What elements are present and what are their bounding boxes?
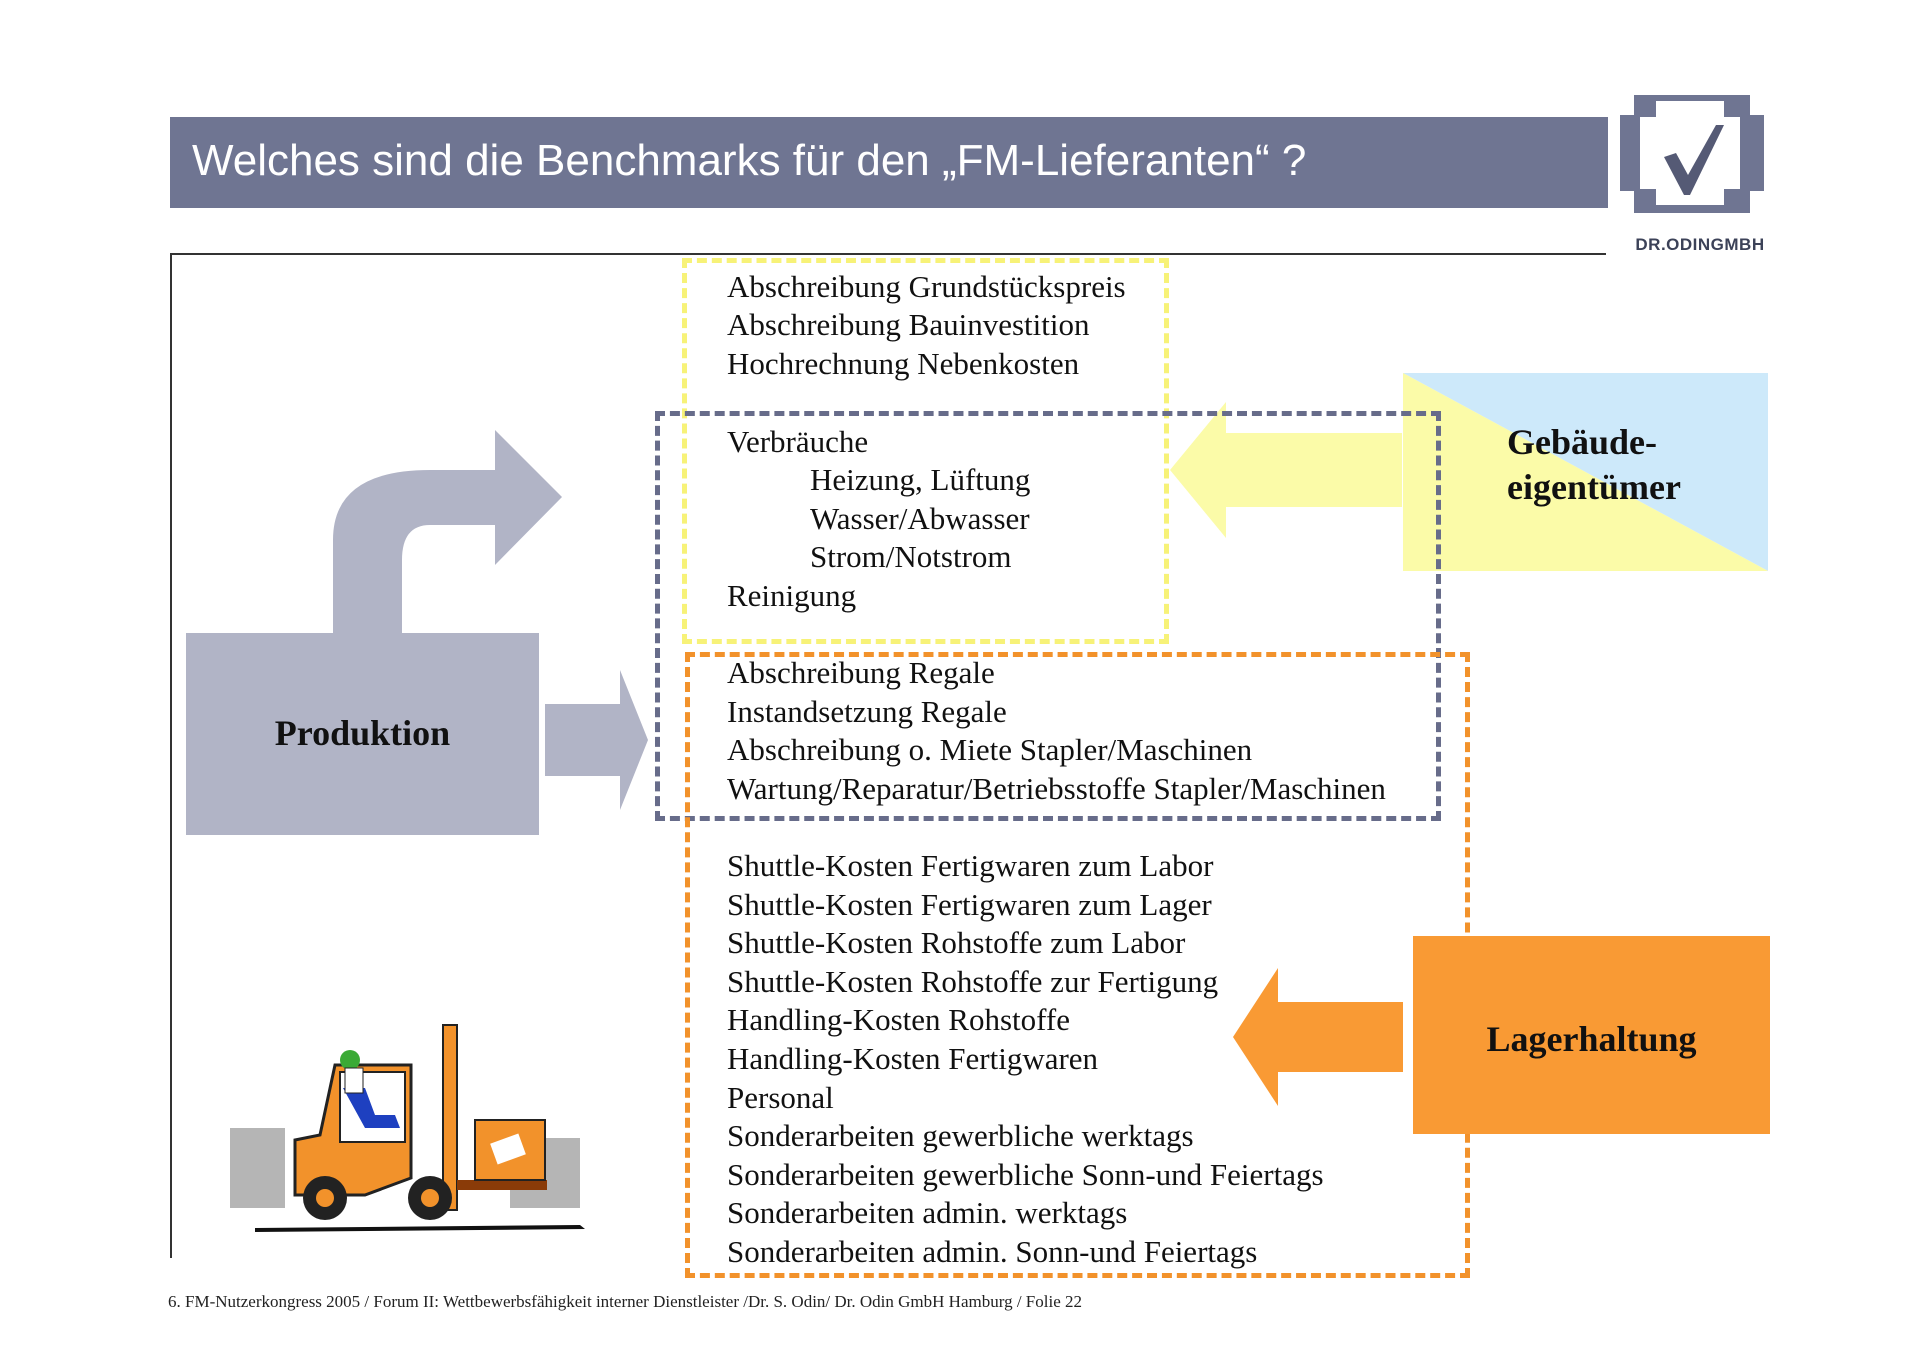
list-item: Verbräuche	[727, 424, 869, 459]
checkmark-icon	[1620, 95, 1764, 213]
footer-text: 6. FM-Nutzerkongress 2005 / Forum II: We…	[168, 1292, 1082, 1311]
produktion-label: Produktion	[274, 713, 451, 753]
list-item: Handling-Kosten Rohstoffe	[727, 1002, 1070, 1037]
logo-text: DR.ODINGMBH	[1635, 235, 1765, 254]
list-item: Abschreibung Regale	[727, 655, 995, 690]
eigentuemer-label-line2: eigentümer	[1507, 467, 1681, 507]
lager-arrow-icon	[1233, 968, 1403, 1106]
list-item: Shuttle-Kosten Fertigwaren zum Labor	[727, 848, 1214, 883]
building-costs-group	[682, 258, 1169, 644]
list-item: Instandsetzung Regale	[727, 694, 1007, 729]
page-title: Welches sind die Benchmarks für den „FM-…	[192, 136, 1307, 185]
list-item: Sonderarbeiten gewerbliche werktags	[727, 1118, 1194, 1153]
list-item: Sonderarbeiten admin. Sonn-und Feiertags	[727, 1234, 1258, 1269]
list-item: Strom/Notstrom	[810, 539, 1012, 574]
list-item: Wasser/Abwasser	[810, 501, 1030, 536]
curved-arrow-icon	[333, 430, 562, 633]
list-item: Abschreibung Grundstückspreis	[727, 269, 1126, 304]
list-item: Heizung, Lüftung	[810, 462, 1031, 497]
lagerhaltung-label: Lagerhaltung	[1486, 1019, 1697, 1059]
equipment-group	[655, 411, 1441, 821]
list-item: Wartung/Reparatur/Betriebsstoffe Stapler…	[727, 771, 1386, 806]
eigentuemer-box	[1403, 373, 1768, 571]
list-item: Sonderarbeiten gewerbliche Sonn-und Feie…	[727, 1157, 1324, 1192]
list-item: Abschreibung Bauinvestition	[727, 307, 1090, 342]
eigentuemer-label-line1: Gebäude-	[1507, 422, 1658, 462]
list-item: Shuttle-Kosten Rohstoffe zum Labor	[727, 925, 1186, 960]
list-item: Handling-Kosten Fertigwaren	[727, 1041, 1099, 1076]
list-item: Reinigung	[727, 578, 857, 613]
right-arrow-icon	[545, 670, 648, 810]
left-divider	[170, 253, 172, 1258]
list-item: Abschreibung o. Miete Stapler/Maschinen	[727, 732, 1253, 767]
eigentuemer-label: Gebäude- eigentümer	[1507, 420, 1681, 510]
lagerhaltung-box	[1413, 936, 1770, 1134]
owner-arrow-icon	[1170, 402, 1402, 538]
list-item: Sonderarbeiten admin. werktags	[727, 1195, 1128, 1230]
forklift-icon	[230, 1024, 585, 1232]
list-item: Hochrechnung Nebenkosten	[727, 346, 1080, 381]
list-item: Shuttle-Kosten Rohstoffe zur Fertigung	[727, 964, 1219, 999]
list-item: Shuttle-Kosten Fertigwaren zum Lager	[727, 887, 1212, 922]
list-item: Personal	[727, 1080, 834, 1115]
produktion-box	[186, 633, 539, 835]
title-bar	[170, 117, 1608, 208]
header-divider	[170, 253, 1606, 255]
